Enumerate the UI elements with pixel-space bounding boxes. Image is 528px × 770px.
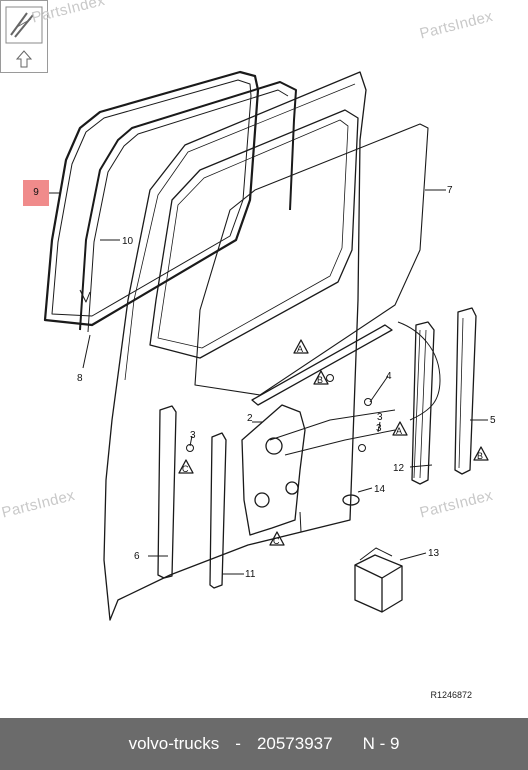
callout-14: 14 <box>374 484 386 495</box>
callout-7: 7 <box>447 185 453 196</box>
footer-bar: volvo-trucks - 20573937 N - 9 <box>0 718 528 770</box>
callout-3c: 3 <box>376 423 382 434</box>
ref-c-lower: C <box>273 536 280 546</box>
brand-label: volvo-trucks <box>128 734 220 753</box>
ref-c-upper: C <box>182 464 189 474</box>
ref-b-upper: B <box>317 375 323 385</box>
guide-rail-12 <box>411 321 435 485</box>
callout-6: 6 <box>134 551 140 562</box>
door-panel <box>103 71 367 621</box>
callout-9-highlight[interactable]: 9 <box>23 180 49 206</box>
overview-thumbnail[interactable] <box>0 0 48 73</box>
door-glass <box>194 123 429 396</box>
window-opening <box>149 109 359 359</box>
guide-rail-11 <box>209 432 227 589</box>
callout-3b: 3 <box>377 412 383 423</box>
callout-13: 13 <box>428 548 440 559</box>
callout-9: 9 <box>33 187 39 198</box>
drawing-id: R1246872 <box>430 690 472 700</box>
window-channel <box>79 81 297 331</box>
guide-rail-5 <box>454 307 477 475</box>
o-ring <box>342 494 360 506</box>
callout-3a: 3 <box>190 430 196 441</box>
callout-10: 10 <box>122 236 134 247</box>
guide-rail-6 <box>157 405 177 579</box>
callout-2: 2 <box>247 413 253 424</box>
window-seal-outer <box>43 70 260 327</box>
section-label: N - 9 <box>362 734 400 753</box>
window-regulator <box>241 404 306 536</box>
door-parts-diagram: 2 3 3 3 4 5 6 7 8 10 11 12 13 14 A A B B… <box>43 70 496 621</box>
callout-4: 4 <box>386 371 392 382</box>
ref-a-lower: A <box>396 426 402 436</box>
ref-a-upper: A <box>297 344 303 354</box>
ref-b-lower: B <box>477 451 483 461</box>
callout-8: 8 <box>77 373 83 384</box>
part-number: 20573937 <box>256 734 333 753</box>
separator: - <box>235 734 241 753</box>
overview-thumbnail-graphic <box>5 6 43 68</box>
callout-5: 5 <box>490 415 496 426</box>
callout-11: 11 <box>245 569 256 580</box>
callout-12: 12 <box>393 463 405 474</box>
